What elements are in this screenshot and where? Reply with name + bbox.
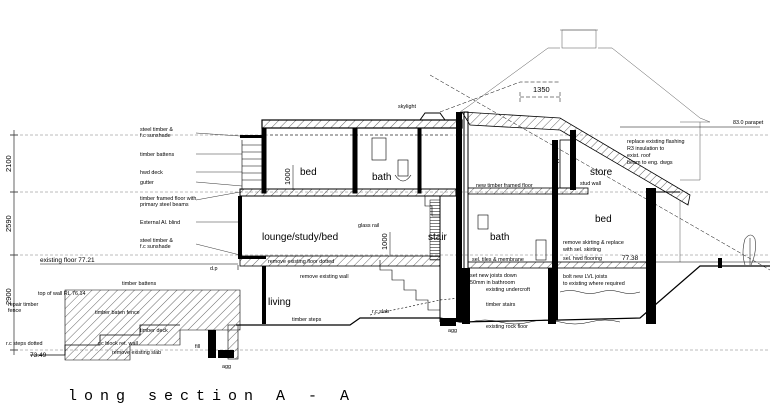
note-rock-floor: existing rock floor [486,324,528,330]
note-baton-fence: timber baten fence [95,310,140,316]
note-new-floor: new timber framed floor [476,183,533,189]
vertical-dimension-line [10,130,18,355]
note-remove-slab: remove existing slab [112,350,161,356]
note-flashing-1: replace existing flashing [627,139,685,145]
note-dp: d.p [210,266,218,272]
note-agg-2: agg [448,328,457,334]
note-hwd-flooring: sel. hwd flooring [563,256,602,262]
left-note-leaders [195,132,243,256]
level-rl-77: 77.38 [622,255,639,262]
note-remove-floor: remove existing floor dotted [268,259,334,265]
note-steel-sunshade-2b: f.c sunshade [140,244,171,250]
note-lvl-2: to existing where required [563,281,625,287]
level-top-of-wall: top of wall RL 76.14 [38,291,85,297]
note-remove-wall: remove existing wall [300,274,349,280]
upper-storey [239,111,469,323]
dim-middle: 2590 [4,215,13,232]
room-bed-lower: bed [595,214,612,225]
dim-1000-glass: 1000 [380,233,389,250]
note-timber-steps: timber steps [292,317,322,323]
note-stud-wall: stud wall [580,181,601,187]
drawing-title: long section A - A [68,388,356,405]
note-fill: fill [195,344,200,350]
room-bath-upper: bath [372,172,391,183]
note-skylight: skylight [398,104,416,110]
note-steel-sunshade-1a: steel timber & [140,127,173,133]
right-wing [462,130,680,324]
note-glass-rail: glass rail [358,223,379,229]
note-lvl-1: bolt new LVL joists [563,274,608,280]
note-timber-stairs: timber stairs [486,302,516,308]
note-repair-fence-2: fence [8,308,21,314]
room-store: store [590,167,613,178]
note-timber-battens-low: timber battens [122,281,156,287]
level-rc-steps: r.c steps dotted [6,341,43,347]
note-timber-deck: timber deck [140,328,168,334]
note-gutter: gutter [140,180,154,186]
note-tiles: sel. tiles & membrane [472,257,524,263]
existing-house-outline [459,29,711,262]
note-repair-fence-1: repair timber [8,302,38,308]
room-living: living [268,297,291,308]
note-joists-2: 50mm in bathroom [470,280,515,286]
note-external-blind: External Al. blind [140,220,180,226]
note-hwd-deck: hwd deck [140,170,163,176]
note-block-wall: r.c block ret. wall [98,341,138,347]
note-skirting-2: with sel. skirting [562,247,601,253]
note-timber-framed-floor-b: primary steel beams [140,202,189,208]
dim-overhang: 1350 [533,85,550,94]
room-lounge: lounge/study/bed [262,232,338,243]
level-existing-floor: existing floor 77.21 [40,257,95,264]
roof-dashed-lines [429,74,771,271]
dim-upper: 2100 [4,155,13,172]
lower-storey [239,196,441,324]
level-parapet: 83.0 parapet [733,120,764,126]
note-c: c [556,158,560,165]
dim-lower: 2900 [4,288,13,305]
ground-section [30,258,770,361]
note-steel-sunshade-1b: f.c sunshade [140,133,171,139]
level-rl-73: 73.49 [30,352,47,359]
note-joists-3: existing undercroft [486,287,531,293]
note-skirting-1: remove skirting & replace [563,240,624,246]
note-steel-sunshade-2a: steel timber & [140,238,173,244]
note-flashing-3: exist. roof [627,153,651,159]
dim-1000-lines [292,165,391,255]
note-timber-framed-floor-a: timber framed floor with [140,196,196,202]
room-bath-lower: bath [490,232,509,243]
dim-1000-bed: 1000 [283,168,292,185]
note-timber-battens: timber battens [140,152,174,158]
note-flashing-4: beam to eng. dwgs [627,160,673,166]
note-flashing-2: R3 insulation to [627,146,664,152]
note-joists-1: set new joists down [470,273,517,279]
room-bed-upper: bed [300,167,317,178]
note-agg-1: agg [222,364,231,370]
note-rc-slab: r.c slab [372,309,389,315]
room-stair: stair [428,232,448,243]
tree-silhouette [742,234,756,266]
